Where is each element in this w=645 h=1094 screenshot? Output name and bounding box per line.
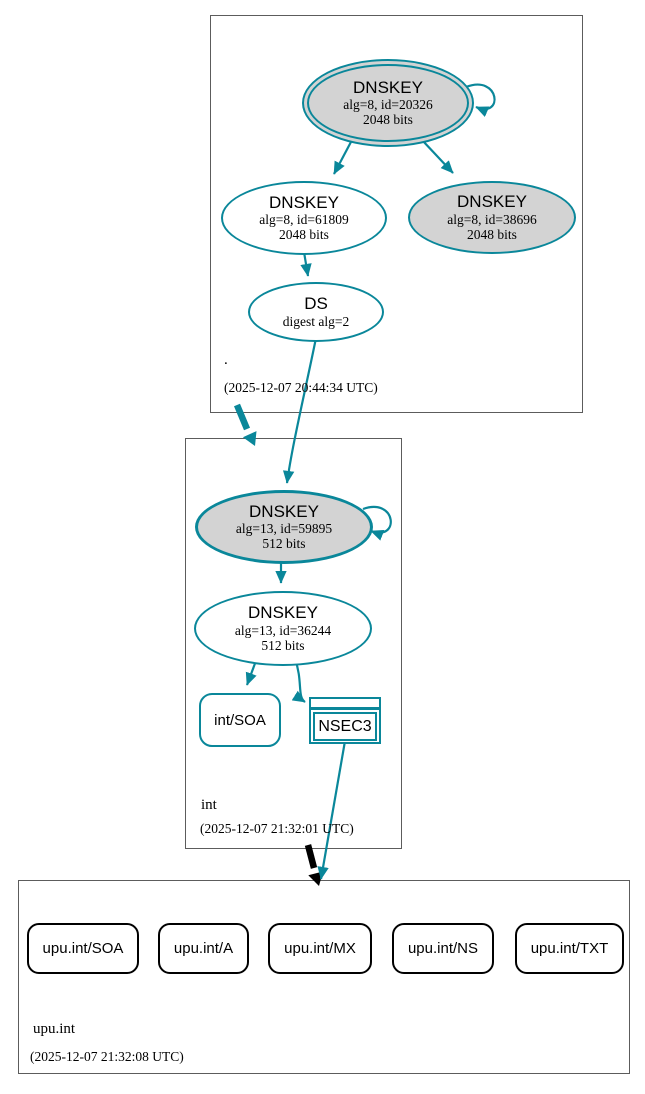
node-detail-alg: alg=8, id=38696: [447, 211, 537, 227]
node-int-dnskey-ksk[interactable]: DNSKEY alg=13, id=59895 512 bits: [195, 490, 373, 564]
zone-name-upu-int: upu.int: [33, 1021, 76, 1037]
rrset-label: upu.int/MX: [284, 940, 356, 957]
rrset-label: upu.int/A: [173, 940, 234, 957]
node-int-dnskey-zsk[interactable]: DNSKEY alg=13, id=36244 512 bits: [194, 591, 372, 666]
node-detail-bits: 512 bits: [261, 637, 305, 653]
node-detail-alg: alg=13, id=36244: [234, 622, 332, 638]
zone-timestamp-int: (2025-12-07 21:32:01 UTC): [200, 821, 354, 836]
node-int-soa[interactable]: int/SOA: [199, 693, 281, 747]
nsec3-stack-divider: [311, 707, 379, 710]
zone-box-upu-int: [18, 880, 630, 1074]
node-upu-txt[interactable]: upu.int/TXT: [515, 923, 624, 974]
node-detail-bits: 2048 bits: [467, 226, 517, 242]
node-upu-ns[interactable]: upu.int/NS: [392, 923, 494, 974]
node-root-dnskey-zsk[interactable]: DNSKEY alg=8, id=61809 2048 bits: [221, 181, 387, 255]
node-detail-digest: digest alg=2: [282, 313, 350, 329]
node-detail-bits: 2048 bits: [279, 227, 329, 243]
zone-timestamp-upu-int: (2025-12-07 21:32:08 UTC): [30, 1049, 184, 1064]
node-root-dnskey-ksk[interactable]: DNSKEY alg=8, id=20326 2048 bits: [302, 59, 474, 147]
zone-name-root: .: [224, 352, 228, 368]
rrset-label: upu.int/SOA: [42, 940, 124, 957]
nsec3-inner-box: NSEC3: [313, 712, 377, 741]
node-upu-mx[interactable]: upu.int/MX: [268, 923, 372, 974]
node-title: DNSKEY: [457, 192, 527, 212]
rrset-label: NSEC3: [318, 717, 372, 735]
node-title: DS: [304, 294, 328, 314]
node-detail-bits: 2048 bits: [363, 112, 413, 128]
node-detail-alg: alg=13, id=59895: [235, 521, 333, 537]
zone-box-root: [210, 15, 583, 413]
zone-name-int: int: [201, 797, 217, 813]
rrset-label: int/SOA: [214, 711, 266, 729]
node-root-ds[interactable]: DS digest alg=2: [248, 282, 384, 342]
node-upu-a[interactable]: upu.int/A: [158, 923, 249, 974]
node-root-dnskey-published[interactable]: DNSKEY alg=8, id=38696 2048 bits: [408, 181, 576, 254]
node-title: DNSKEY: [269, 192, 339, 212]
node-detail-alg: alg=8, id=61809: [259, 212, 349, 228]
node-int-nsec3[interactable]: NSEC3: [309, 697, 381, 744]
node-title: DNSKEY: [249, 501, 319, 521]
zone-timestamp-root: (2025-12-07 20:44:34 UTC): [224, 380, 378, 395]
node-title: DNSKEY: [248, 603, 318, 623]
node-detail-bits: 512 bits: [262, 536, 306, 552]
rrset-label: upu.int/TXT: [530, 940, 609, 957]
rrset-label: upu.int/NS: [407, 940, 479, 957]
node-detail-alg: alg=8, id=20326: [343, 97, 433, 113]
node-title: DNSKEY: [353, 77, 423, 97]
node-upu-soa[interactable]: upu.int/SOA: [27, 923, 139, 974]
